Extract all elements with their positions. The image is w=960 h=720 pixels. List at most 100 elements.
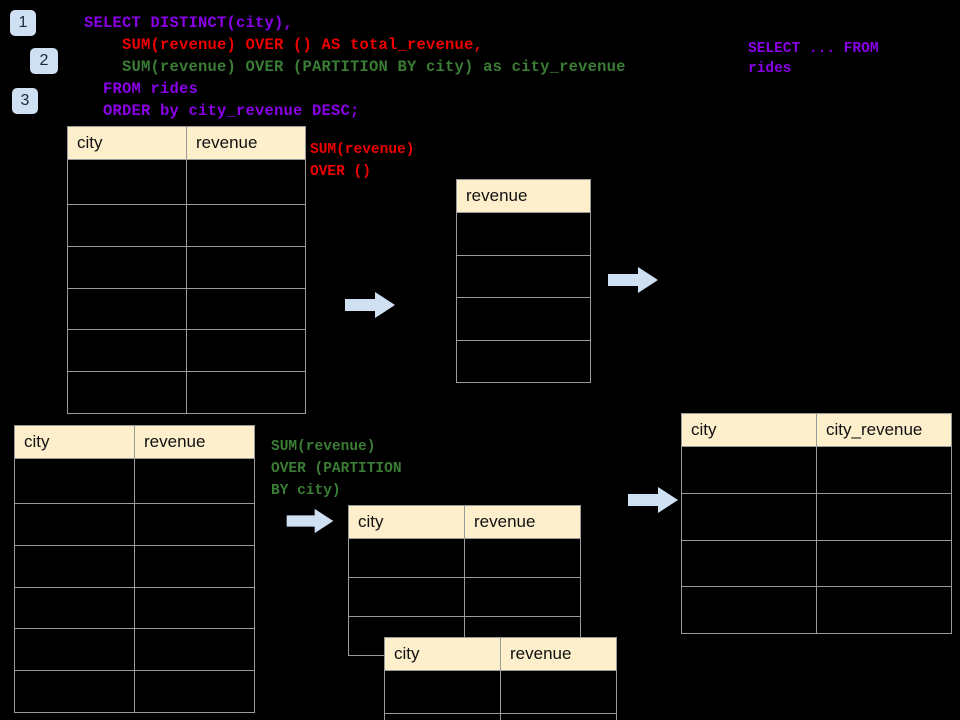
cell-revenue: [186, 158, 306, 206]
cell-revenue: [134, 544, 255, 588]
table-row: [456, 339, 591, 383]
partition-table-a: city revenue: [348, 505, 581, 656]
cell-city-revenue: [816, 492, 952, 541]
table-row: [681, 539, 952, 588]
table-header-row: city revenue: [14, 425, 255, 459]
table-row: [14, 544, 255, 588]
column-header-revenue: revenue: [500, 637, 617, 671]
cell-city: [14, 628, 135, 672]
cell-revenue: [186, 287, 306, 331]
total-revenue-table: revenue: [456, 179, 591, 383]
column-header-city-revenue: city_revenue: [816, 413, 952, 447]
column-header-city: city: [348, 505, 465, 539]
sql-line-select: SELECT DISTINCT(city),: [84, 14, 294, 32]
cell-revenue: [186, 245, 306, 289]
cell-city: [14, 457, 135, 505]
table-row: [348, 538, 581, 578]
cell-revenue: [500, 713, 617, 720]
cell-revenue: [134, 670, 255, 713]
cell-city: [681, 539, 817, 588]
column-header-city: city: [14, 425, 135, 459]
cell-city: [67, 245, 187, 289]
column-header-city: city: [681, 413, 817, 447]
table-row: [681, 492, 952, 541]
cell-revenue: [186, 329, 306, 373]
table-row: [67, 371, 306, 414]
arrow-rides-to-total-revenue: [345, 292, 395, 318]
cell-revenue: [186, 371, 306, 414]
result-table: city city_revenue: [681, 413, 952, 634]
partition-table-b: city revenue: [384, 637, 617, 720]
column-header-revenue: revenue: [134, 425, 255, 459]
cell-city: [67, 204, 187, 247]
cell-city: [348, 538, 465, 578]
cell-revenue: [500, 670, 617, 714]
cell-city: [67, 371, 187, 414]
cell-revenue: [464, 538, 581, 578]
table-row: [456, 212, 591, 256]
cell-city: [681, 492, 817, 541]
column-header-city: city: [384, 637, 501, 671]
table-row: [14, 457, 255, 505]
table-row: [14, 670, 255, 713]
column-header-revenue: revenue: [186, 126, 306, 160]
cell-city-revenue: [816, 446, 952, 494]
arrow-rides-to-partitions: [286, 508, 334, 534]
table-row: [67, 329, 306, 373]
city-revenue-note-line2: OVER (PARTITION: [271, 461, 402, 477]
table-row: [456, 297, 591, 341]
cell-revenue: [456, 297, 591, 341]
table-row: [14, 586, 255, 630]
cell-city: [14, 503, 135, 546]
table-row: [14, 503, 255, 546]
total-revenue-note-line1: SUM(revenue): [310, 142, 415, 158]
cell-revenue: [134, 457, 255, 505]
cell-revenue: [134, 628, 255, 672]
table-row: [384, 713, 617, 720]
table-row: [67, 287, 306, 331]
city-revenue-note-line3: BY city): [271, 483, 341, 499]
sql-line-from: FROM rides: [84, 80, 199, 98]
rides-source-table-bottom: city revenue: [14, 425, 255, 713]
table-header-row: city city_revenue: [681, 413, 952, 447]
cell-city: [67, 287, 187, 331]
table-row: [348, 577, 581, 617]
cell-revenue: [456, 254, 591, 298]
sql-line-order-by: ORDER by city_revenue DESC;: [84, 102, 360, 120]
table-row: [67, 158, 306, 206]
table-header-row: city revenue: [384, 637, 617, 671]
column-header-revenue: revenue: [464, 505, 581, 539]
step-badge-3: 3: [12, 88, 38, 114]
column-header-revenue: revenue: [456, 179, 591, 213]
cell-revenue: [134, 503, 255, 546]
table-header-row: city revenue: [348, 505, 581, 539]
cell-revenue: [134, 586, 255, 630]
column-header-city: city: [67, 126, 187, 160]
arrow-partitions-to-result: [628, 487, 678, 513]
table-row: [681, 586, 952, 634]
table-header-row: city revenue: [67, 126, 306, 160]
sql-line-city-revenue: SUM(revenue) OVER (PARTITION BY city) as…: [84, 58, 626, 76]
rides-source-table-top: city revenue: [67, 126, 306, 414]
table-row: [14, 628, 255, 672]
table-row: [67, 245, 306, 289]
cell-city: [681, 586, 817, 634]
sql-line-total-revenue: SUM(revenue) OVER () AS total_revenue,: [84, 36, 484, 54]
cell-city: [67, 329, 187, 373]
total-revenue-note-line2: OVER (): [310, 164, 371, 180]
cell-city-revenue: [816, 539, 952, 588]
source-note-line2: rides: [748, 61, 792, 77]
cell-city: [67, 158, 187, 206]
table-row: [681, 446, 952, 494]
cell-revenue: [186, 204, 306, 247]
step-badge-2: 2: [30, 48, 58, 74]
cell-revenue: [456, 339, 591, 383]
cell-city: [384, 713, 501, 720]
step-badge-1: 1: [10, 10, 36, 36]
table-row: [384, 670, 617, 714]
cell-revenue: [464, 577, 581, 617]
cell-revenue: [456, 212, 591, 256]
cell-city: [14, 544, 135, 588]
cell-city: [384, 670, 501, 714]
